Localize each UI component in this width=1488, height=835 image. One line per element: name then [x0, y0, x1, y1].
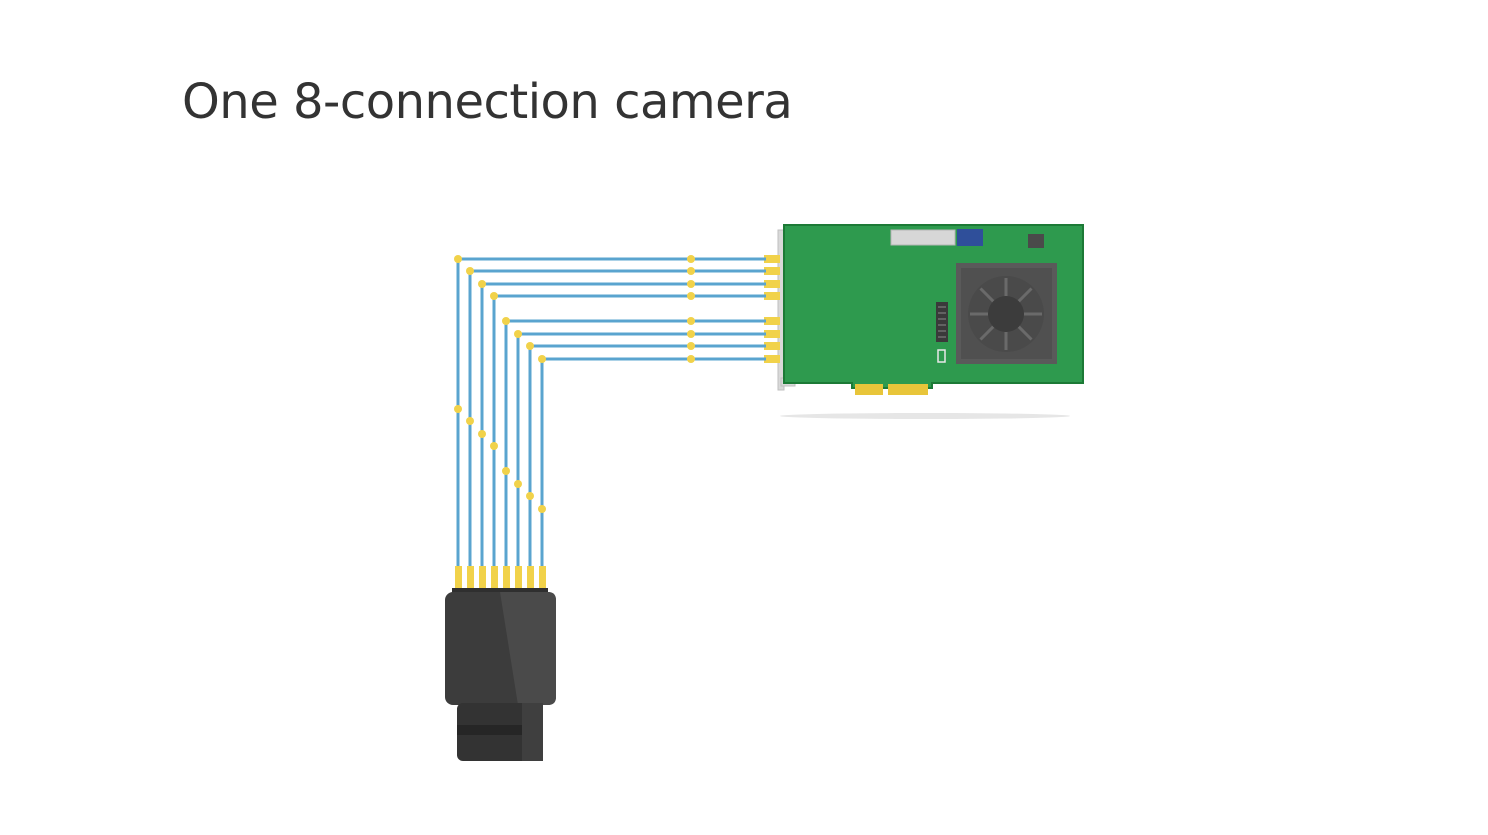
- coax-cables: [456, 257, 766, 580]
- frame-grabber-card: [764, 224, 1084, 419]
- camera-body-highlight: [500, 592, 556, 705]
- header-pins: [938, 306, 946, 338]
- card-marking: [937, 349, 946, 363]
- cable-2: [468, 269, 766, 580]
- cable-mid-dots-vertical: [454, 405, 546, 513]
- pcie-contacts-a: [855, 384, 883, 395]
- diagram-title: One 8-connection camera: [182, 74, 793, 130]
- cable-1: [456, 257, 766, 580]
- fan-icon: [968, 276, 1044, 352]
- card-small-chip: [1028, 234, 1044, 248]
- camera-lens-ring: [457, 725, 543, 735]
- cable-6: [516, 332, 766, 580]
- cable-3: [480, 282, 766, 580]
- cable-4: [492, 294, 766, 580]
- cable-7: [528, 344, 766, 580]
- pcie-contacts-b: [888, 384, 928, 395]
- camera: [445, 566, 556, 761]
- cable-corner-dots: [454, 255, 546, 363]
- card-blue-chip: [957, 229, 983, 246]
- cable-8: [540, 357, 766, 580]
- card-shadow: [780, 413, 1070, 419]
- camera-cable-connectors: [455, 566, 546, 590]
- card-port-connectors: [764, 255, 780, 363]
- camera-lens-highlight: [522, 703, 543, 761]
- camera-connector-base: [452, 588, 548, 594]
- card-header-connector: [936, 302, 948, 342]
- cable-mid-dots-horizontal: [687, 255, 695, 363]
- card-memory-chip: [890, 229, 956, 246]
